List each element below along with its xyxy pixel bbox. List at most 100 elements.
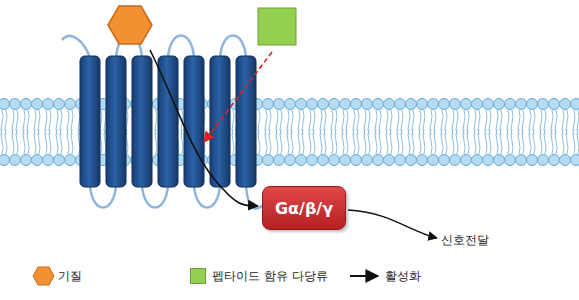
lipid-tail: [291, 129, 293, 154]
helix-cylinder: [184, 56, 204, 187]
lipid-head: [329, 99, 340, 110]
lipid-head: [65, 155, 76, 166]
lipid-head: [263, 99, 274, 110]
lipid-head: [285, 99, 296, 110]
lipid-head: [494, 155, 505, 166]
lipid-head: [439, 99, 450, 110]
receptor-loops: [62, 36, 268, 209]
lipid-head: [472, 155, 483, 166]
lipid-tail: [45, 129, 47, 154]
lipid-tail: [419, 129, 421, 154]
lipid-tail: [456, 129, 458, 154]
lipid-head: [362, 99, 373, 110]
lipid-tail: [551, 129, 553, 154]
lipid-head: [10, 155, 21, 166]
lipid-tail: [16, 129, 18, 154]
lipid-tail: [478, 129, 480, 154]
lipid-head: [307, 99, 318, 110]
lipid-tail: [518, 129, 520, 154]
lipid-tail: [507, 129, 509, 154]
lipid-tail: [379, 129, 381, 154]
lipid-head: [527, 155, 538, 166]
lipid-head: [461, 99, 472, 110]
lipid-tail: [540, 129, 542, 154]
lipid-head: [65, 99, 76, 110]
lipid-tail: [544, 129, 546, 154]
lipid-tail: [412, 129, 414, 154]
lipid-head: [571, 155, 579, 166]
lipid-head: [0, 155, 10, 166]
lipid-head: [560, 99, 571, 110]
lipid-head: [263, 155, 274, 166]
lipid-head: [373, 155, 384, 166]
lipid-head: [340, 99, 351, 110]
helix-cylinder: [236, 56, 256, 187]
lipid-tail: [342, 129, 344, 154]
lipid-head: [54, 155, 65, 166]
lipid-head: [0, 99, 10, 110]
lipid-head: [483, 99, 494, 110]
lipid-tail: [397, 129, 399, 154]
helix-cylinder: [210, 56, 230, 187]
lipid-tail: [434, 129, 436, 154]
lipid-tail: [56, 129, 58, 154]
lipid-tail: [38, 129, 40, 154]
lipid-head: [274, 99, 285, 110]
lipid-tail: [23, 129, 25, 154]
lipid-head: [21, 155, 32, 166]
lipid-tail: [489, 129, 491, 154]
lipid-tail: [269, 129, 271, 154]
lipid-head: [527, 99, 538, 110]
lipid-tail: [309, 129, 311, 154]
lipid-head: [461, 155, 472, 166]
lipid-tail: [49, 129, 51, 154]
lipid-head: [505, 155, 516, 166]
lipid-head: [285, 155, 296, 166]
helix-cylinder: [132, 56, 152, 187]
lipid-head: [505, 99, 516, 110]
lipid-tail: [67, 129, 69, 154]
lipid-tail: [577, 129, 579, 154]
substrate-hexagon: [108, 6, 152, 44]
legend-text: 기질: [58, 268, 82, 285]
lipid-tail: [320, 129, 322, 154]
lipid-head: [549, 99, 560, 110]
lipid-tail: [353, 129, 355, 154]
lipid-tail: [287, 129, 289, 154]
lipid-tail: [555, 129, 557, 154]
lipid-head: [538, 155, 549, 166]
lipid-head: [340, 155, 351, 166]
inhibition-dashed-arrow: [204, 52, 272, 142]
lipid-tail: [71, 129, 73, 154]
lipid-tail: [533, 129, 535, 154]
activation-arrow: [150, 50, 258, 206]
lipid-tail: [181, 129, 183, 154]
lipid-head: [318, 99, 329, 110]
lipid-tail: [5, 129, 7, 154]
lipid-tail: [265, 129, 267, 154]
lipid-head: [32, 155, 43, 166]
lipid-head: [516, 155, 527, 166]
lipid-head: [494, 99, 505, 110]
legend-text: 활성화: [385, 268, 421, 285]
lipid-head: [351, 99, 362, 110]
lipid-tail: [452, 129, 454, 154]
lipid-tail: [423, 129, 425, 154]
lipid-head: [54, 99, 65, 110]
lipid-tail: [368, 129, 370, 154]
lipid-head: [483, 155, 494, 166]
lipid-head: [43, 99, 54, 110]
lipid-tail: [375, 129, 377, 154]
lipid-head: [373, 99, 384, 110]
legend-hexagon: [33, 267, 54, 285]
lipid-head: [307, 155, 318, 166]
lipid-tail: [511, 129, 513, 154]
legend-text: 펩타이드 함유 다당류: [212, 268, 328, 285]
lipid-tail: [27, 129, 29, 154]
lipid-tail: [529, 129, 531, 154]
lipid-head: [472, 99, 483, 110]
lipid-tail: [496, 129, 498, 154]
lipid-tail: [522, 129, 524, 154]
lipid-tail: [401, 129, 403, 154]
lipid-head: [417, 155, 428, 166]
